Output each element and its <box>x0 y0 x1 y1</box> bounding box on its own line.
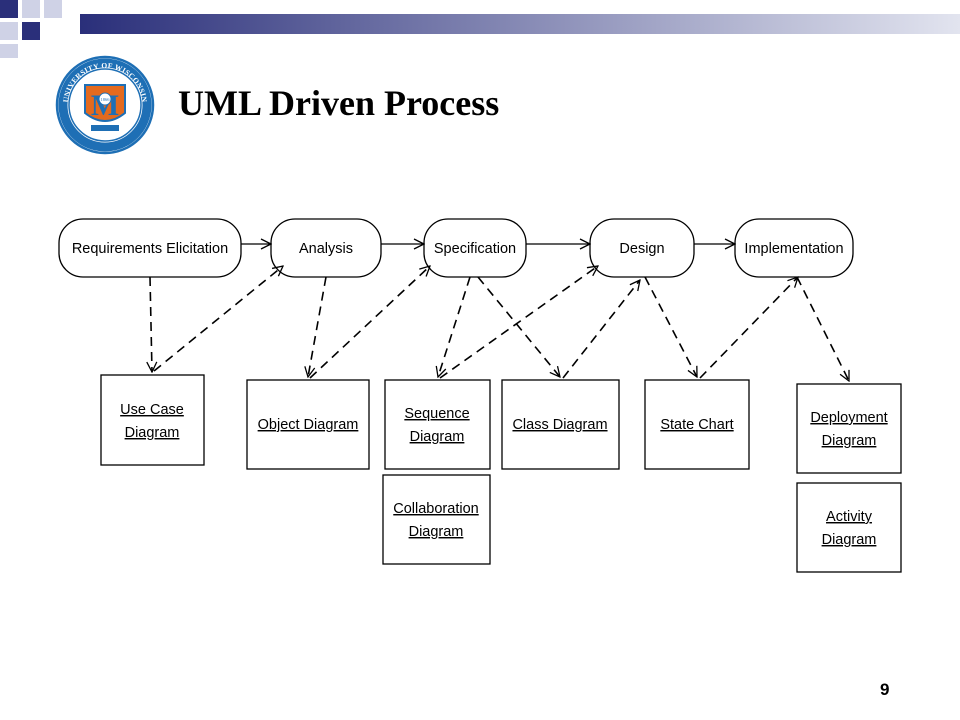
corner-squares-decoration <box>0 0 62 58</box>
dashed-arrow-state-to-impl <box>699 277 798 379</box>
artifact-class-diagram: Class Diagram <box>501 379 620 470</box>
artifact-state-chart: State Chart <box>644 379 750 470</box>
dashed-arrow-analysis-to-object <box>308 276 327 377</box>
process-node-requirements-elicitation: Requirements Elicitation <box>58 218 242 278</box>
artifact-sequence-diagram: Sequence Diagram <box>384 379 491 470</box>
artifact-label-line: Diagram <box>410 429 465 445</box>
dashed-arrow-class-to-design <box>562 280 640 379</box>
dashed-arrow-design-to-state <box>644 276 698 377</box>
process-node-specification: Specification <box>423 218 527 278</box>
artifact-object-diagram: Object Diagram <box>246 379 370 470</box>
dashed-arrow-impl-to-deploy <box>796 276 850 381</box>
artifact-use-case-diagram: Use Case Diagram <box>100 374 205 466</box>
artifact-label-line: Use Case <box>120 402 184 418</box>
artifact-label-line: Diagram <box>125 425 180 441</box>
process-node-implementation: Implementation <box>734 218 854 278</box>
artifact-label-line: Diagram <box>822 532 877 548</box>
title-bar-decoration <box>80 14 960 34</box>
process-node-design: Design <box>589 218 695 278</box>
artifact-label-line: Object Diagram <box>258 417 359 433</box>
process-node-label: Analysis <box>299 241 353 257</box>
process-node-label: Specification <box>434 241 516 257</box>
dashed-arrow-req-to-usecase <box>150 276 152 372</box>
artifact-activity-diagram: Activity Diagram <box>796 482 902 573</box>
dashed-arrow-sequence-to-design <box>439 266 598 379</box>
process-node-label: Implementation <box>744 241 843 257</box>
artifact-label-line: State Chart <box>660 417 733 433</box>
dashed-arrow-spec-to-sequence <box>438 276 471 377</box>
artifact-label-line: Activity <box>826 509 873 525</box>
slide-title: UML Driven Process <box>178 83 500 123</box>
artifact-label-line: Class Diagram <box>512 417 607 433</box>
artifact-label-line: Diagram <box>822 433 877 449</box>
artifact-label-line: Collaboration <box>393 501 478 517</box>
artifact-label-line: Sequence <box>404 406 469 422</box>
process-node-label: Design <box>619 241 664 257</box>
dashed-arrow-object-to-spec <box>309 266 430 379</box>
dashed-arrow-usecase-to-analysis <box>153 266 283 372</box>
process-node-analysis: Analysis <box>270 218 382 278</box>
dashed-arrow-spec-to-class <box>477 276 560 377</box>
artifact-collaboration-diagram: Collaboration Diagram <box>382 474 491 565</box>
artifact-label-line: Deployment <box>810 410 887 426</box>
process-node-label: Requirements Elicitation <box>72 241 228 257</box>
logo-year: 1866 <box>101 97 111 102</box>
university-seal-logo: UNIVERSITY OF WISCONSIN PLATTEVILLE M 18… <box>55 55 155 155</box>
artifact-deployment-diagram: Deployment Diagram <box>796 383 902 474</box>
slide-number: 9 <box>880 680 890 699</box>
artifact-label-line: Diagram <box>409 524 464 540</box>
